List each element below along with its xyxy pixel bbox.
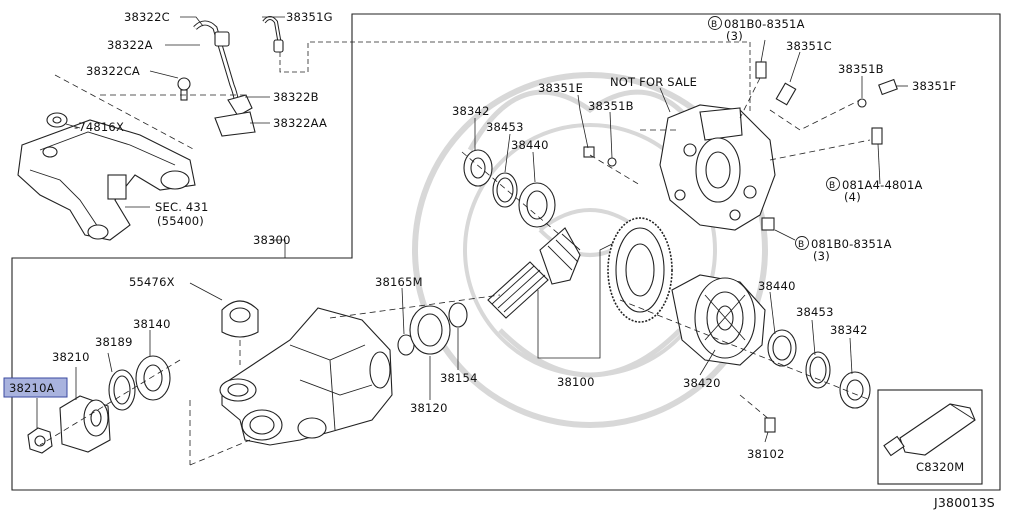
label-38322AA: 38322AA	[273, 116, 327, 130]
label-38351E: 38351E	[538, 81, 583, 95]
label-38453-top: 38453	[486, 120, 524, 134]
label-38100: 38100	[557, 375, 595, 389]
bolt-marker-letter-3: B	[798, 240, 804, 250]
label-081B0-8351A-top: 081B0-8351A	[724, 17, 805, 31]
not-for-sale: NOT FOR SALE	[610, 75, 697, 89]
drive-pinion-assembly	[329, 149, 581, 356]
rear-cover-assembly	[583, 61, 898, 231]
label-sec431: SEC. 431	[155, 200, 208, 214]
label-38322CA: 38322CA	[86, 64, 140, 78]
label-38210: 38210	[52, 350, 90, 364]
leaders-top-left	[65, 16, 751, 258]
label-38210A: 38210A	[9, 381, 55, 395]
label-38351F: 38351F	[912, 79, 956, 93]
highlight-38210A	[3, 377, 68, 398]
label-38351B-left: 38351B	[588, 99, 634, 113]
label-081A4-qty: (4)	[844, 190, 861, 204]
label-38120: 38120	[410, 401, 448, 415]
label-081B0-qty-top: (3)	[726, 29, 743, 43]
label-sec431-sub: (55400)	[157, 214, 204, 228]
bolt-marker-icon	[708, 16, 722, 30]
label-74816X: -74816X	[74, 120, 124, 134]
label-38351B-right: 38351B	[838, 62, 884, 76]
label-38189: 38189	[95, 335, 133, 349]
leaders-top-right	[577, 39, 908, 241]
diagram-id: J380013S	[933, 495, 995, 510]
labels: 38322C 38351G 38322A 38322CA 38322B -748…	[3, 10, 995, 510]
bolt-marker-letter: B	[711, 20, 717, 30]
gear-carrier-housing	[189, 300, 393, 466]
leaders-center-right	[699, 291, 853, 443]
label-081A4-4801A: 081A4-4801A	[842, 178, 923, 192]
label-38342-top: 38342	[452, 104, 490, 118]
bolt-marker-letter-2: B	[829, 181, 835, 191]
label-55476X: 55476X	[129, 275, 175, 289]
label-38440-top: 38440	[511, 138, 549, 152]
label-38165M: 38165M	[375, 275, 423, 289]
label-38351C: 38351C	[786, 39, 832, 53]
label-38102: 38102	[747, 447, 785, 461]
label-38440-right: 38440	[758, 279, 796, 293]
rear-crossmember	[17, 74, 245, 241]
label-38351G: 38351G	[286, 10, 333, 24]
label-081B0-qty-bottom: (3)	[813, 249, 830, 263]
bolt-marker-icon-3	[795, 236, 809, 250]
label-38420: 38420	[683, 376, 721, 390]
label-38300: 38300	[253, 233, 291, 247]
ring-gear-and-differential	[607, 217, 871, 433]
label-38140: 38140	[133, 317, 171, 331]
label-081B0-8351A-bottom: 081B0-8351A	[811, 237, 892, 251]
vent-hose-assembly	[46, 16, 284, 137]
label-38342-right: 38342	[830, 323, 868, 337]
label-38154: 38154	[440, 371, 478, 385]
label-C8320M: C8320M	[916, 460, 964, 474]
frame-lines	[11, 13, 1001, 491]
label-38322A: 38322A	[107, 38, 153, 52]
sealant-tube	[883, 403, 976, 457]
bolt-marker-icon-2	[826, 177, 840, 191]
label-38322C: 38322C	[124, 10, 170, 24]
leaders-left	[36, 282, 223, 428]
label-38453-right: 38453	[796, 305, 834, 319]
label-38322B: 38322B	[273, 90, 319, 104]
companion-flange-parts	[27, 355, 181, 454]
